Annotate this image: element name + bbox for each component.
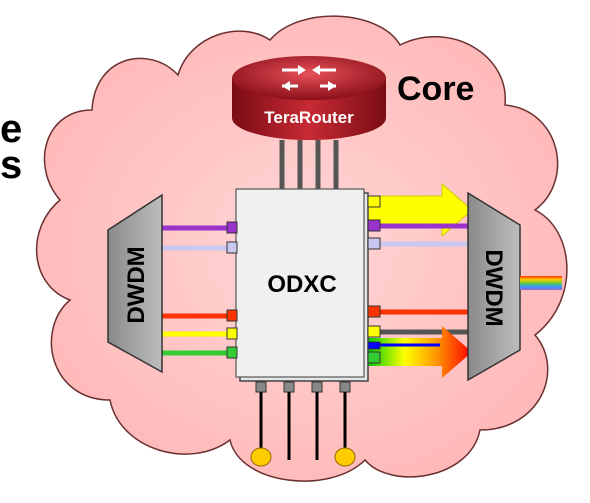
output-fiber xyxy=(520,276,562,290)
left-fibers xyxy=(162,225,232,356)
dwdm-right-label: DWDM xyxy=(480,249,507,326)
switch-label: ODXC xyxy=(267,271,336,298)
router-icon[interactable] xyxy=(232,56,386,140)
right-ports xyxy=(367,195,381,364)
end-node-icon[interactable] xyxy=(250,447,272,467)
partial-text-bottom: s xyxy=(0,143,22,187)
dwdm-left-label: DWDM xyxy=(123,246,150,323)
end-node-icon[interactable] xyxy=(334,447,356,467)
partial-text-top: e xyxy=(0,107,22,151)
core-label: Core xyxy=(397,70,474,108)
left-ports xyxy=(226,221,238,359)
router-links xyxy=(279,140,339,195)
dwdm-left xyxy=(107,193,163,374)
router-label: TeraRouter xyxy=(264,108,354,127)
drop-lines xyxy=(259,392,347,460)
optical-switch-icon[interactable] xyxy=(235,188,369,382)
dwdm-right xyxy=(467,191,521,382)
